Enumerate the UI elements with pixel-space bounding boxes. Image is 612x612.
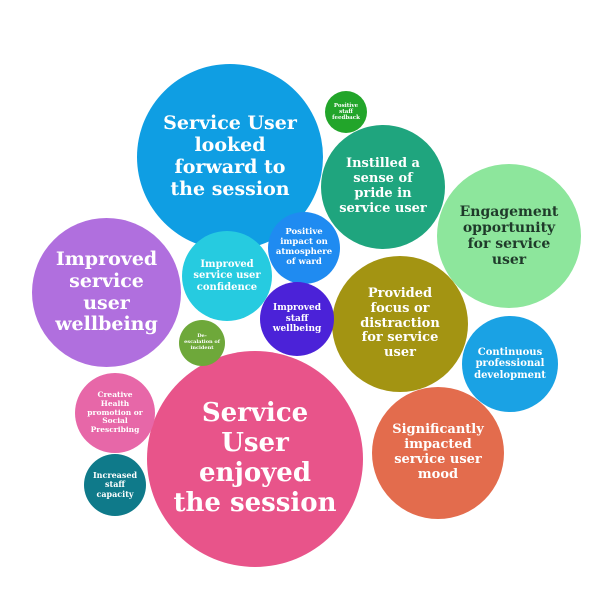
bubble-label: De-escalation of incident	[184, 333, 220, 351]
bubble-staff-feedback: Positive staff feedback	[325, 91, 367, 133]
bubble-improved-confidence: Improved service user confidence	[182, 231, 272, 321]
bubble-label: Service User enjoyed the session	[173, 398, 337, 518]
bubble-looked-forward: Service User looked forward to the sessi…	[137, 64, 323, 250]
bubble-label: Improved service user wellbeing	[55, 247, 158, 336]
bubble-de-escalation: De-escalation of incident	[179, 320, 225, 366]
bubble-label: Continuous professional development	[474, 346, 546, 381]
bubble-label: Instilled a sense of pride in service us…	[339, 156, 427, 216]
bubble-label: Positive staff feedback	[332, 102, 360, 122]
bubble-label: Significantly impacted service user mood	[392, 422, 484, 482]
bubble-label: Service User looked forward to the sessi…	[163, 112, 297, 200]
bubble-label: Improved staff wellbeing	[272, 303, 322, 335]
bubble-professional-development: Continuous professional development	[462, 316, 558, 412]
bubble-creative-health: Creative Health promotion or Social Pres…	[75, 373, 155, 453]
bubble-ward-atmosphere: Positive impact on atmosphere of ward	[268, 212, 340, 284]
bubble-staff-wellbeing: Improved staff wellbeing	[260, 282, 334, 356]
bubble-label: Creative Health promotion or Social Pres…	[87, 390, 143, 434]
bubble-impacted-mood: Significantly impacted service user mood	[372, 387, 504, 519]
bubble-label: Engagement opportunity for service user	[459, 203, 559, 269]
bubble-label: Improved service user confidence	[193, 258, 261, 293]
bubble-engagement-opportunity: Engagement opportunity for service user	[437, 164, 581, 308]
bubble-improved-wellbeing: Improved service user wellbeing	[32, 218, 181, 367]
bubble-label: Increased staff capacity	[92, 470, 138, 499]
bubble-focus-or-distraction: Provided focus or distraction for servic…	[332, 256, 468, 392]
bubble-staff-capacity: Increased staff capacity	[84, 454, 146, 516]
bubble-sense-of-pride: Instilled a sense of pride in service us…	[321, 125, 445, 249]
bubble-label: Provided focus or distraction for servic…	[360, 285, 440, 361]
bubble-service-user-enjoyed: Service User enjoyed the session	[147, 351, 363, 567]
bubble-label: Positive impact on atmosphere of ward	[275, 227, 333, 267]
